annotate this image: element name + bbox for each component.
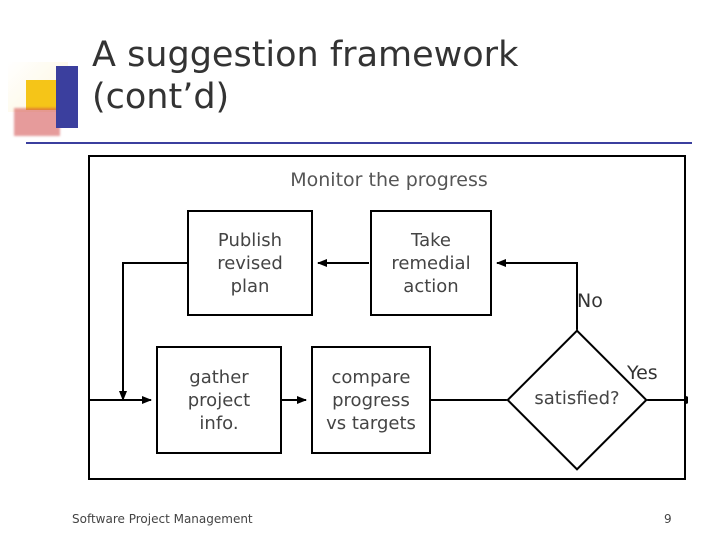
decision-label: satisfied? [534, 388, 620, 409]
slide-title-area: A suggestion framework (cont’d) [0, 0, 720, 150]
page-title: A suggestion framework (cont’d) [92, 35, 519, 117]
footer-course-name: Software Project Management [72, 512, 253, 526]
footer-slide-number: 9 [664, 512, 672, 526]
flowchart-box-publish-revised-plan[interactable]: Publish revised plan [187, 210, 313, 316]
flowchart-box-take-remedial-action[interactable]: Take remedial action [370, 210, 492, 316]
edge-label-yes: Yes [627, 362, 658, 384]
flowchart-box-compare-progress-vs-targets[interactable]: compare progress vs targets [311, 346, 431, 454]
title-decoration-blue-bar [56, 66, 78, 128]
title-divider [26, 142, 692, 144]
edge-label-no: No [577, 290, 603, 312]
title-decoration-red-block [14, 108, 60, 136]
title-decoration-yellow-square [26, 80, 56, 110]
flowchart-decision-satisfied[interactable]: satisfied? [506, 329, 648, 471]
flowchart-container: Monitor the progress Publish revised pla… [88, 155, 688, 480]
flowchart-caption: Monitor the progress [290, 169, 488, 191]
flowchart-box-gather-project-info[interactable]: gather project info. [156, 346, 282, 454]
